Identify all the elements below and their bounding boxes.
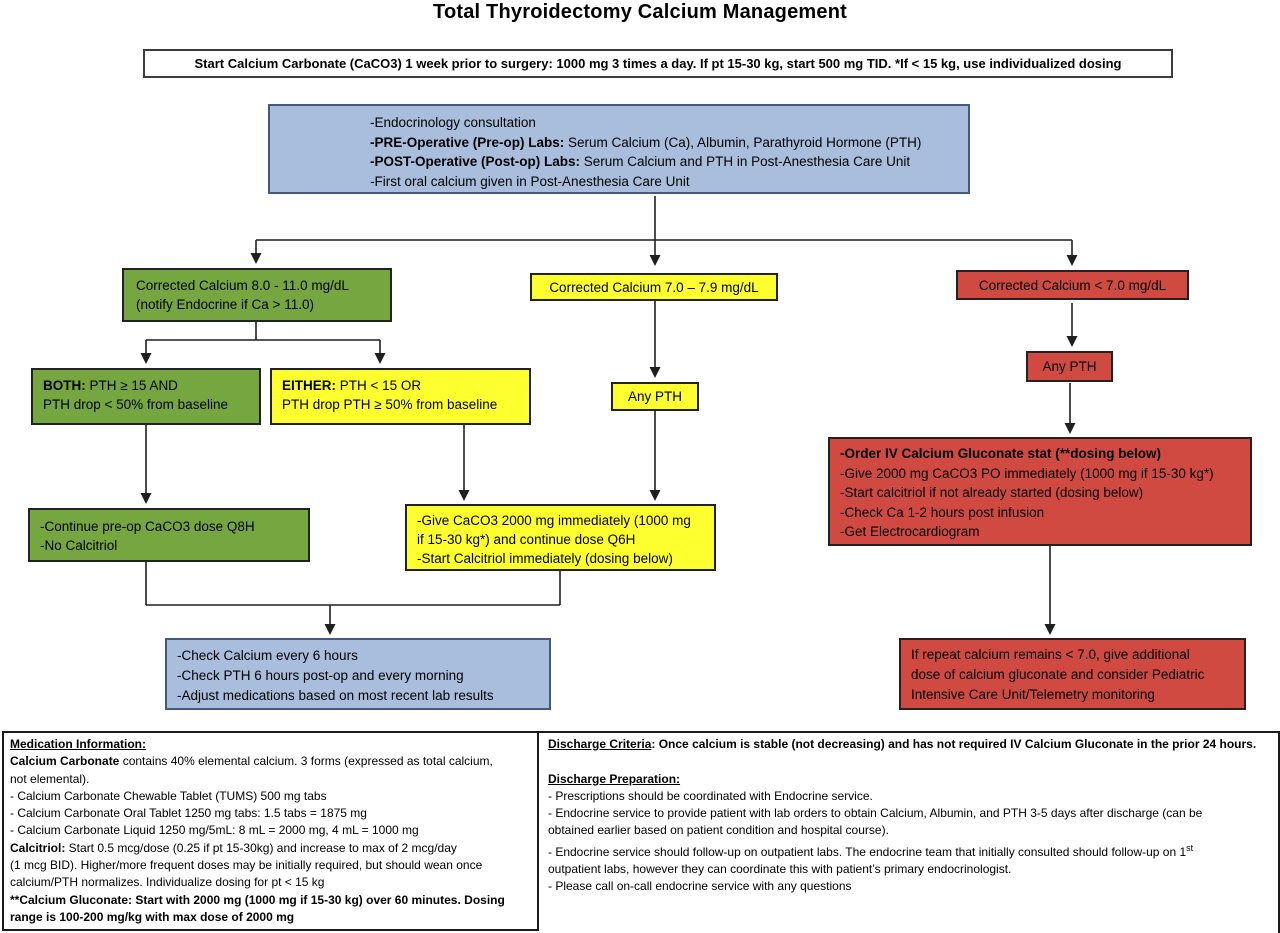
footer-medication-info: Medication Information:Calcium Carbonate… bbox=[2, 731, 539, 931]
any-pth-mid-box: Any PTH bbox=[611, 382, 699, 411]
any-pth-right-box: Any PTH bbox=[1026, 351, 1113, 382]
monitoring-box: -Check Calcium every 6 hours-Check PTH 6… bbox=[165, 638, 551, 710]
repeat-calcium-box: If repeat calcium remains < 7.0, give ad… bbox=[899, 638, 1246, 710]
pre-post-op-labs-box: -Endocrinology consultation-PRE-Operativ… bbox=[268, 104, 970, 194]
decision-calcium-below-7-box: Corrected Calcium < 7.0 mg/dL bbox=[956, 270, 1189, 300]
decision-calcium-8-to-11-box: Corrected Calcium 8.0 - 11.0 mg/dL(notif… bbox=[122, 268, 392, 322]
footer-discharge-info: Discharge Criteria: Once calcium is stab… bbox=[539, 731, 1280, 933]
action-give-caco3-box: -Give CaCO3 2000 mg immediately (1000 mg… bbox=[405, 504, 716, 571]
decision-calcium-7-to-7-9-box: Corrected Calcium 7.0 – 7.9 mg/dL bbox=[530, 273, 778, 301]
page-title: Total Thyroidectomy Calcium Management bbox=[433, 1, 847, 23]
pre-surgery-instruction-box: Start Calcium Carbonate (CaCO3) 1 week p… bbox=[143, 49, 1173, 78]
action-continue-caco3-box: -Continue pre-op CaCO3 dose Q8H-No Calci… bbox=[28, 508, 310, 562]
action-iv-gluconate-box: -Order IV Calcium Gluconate stat (**dosi… bbox=[828, 437, 1252, 546]
